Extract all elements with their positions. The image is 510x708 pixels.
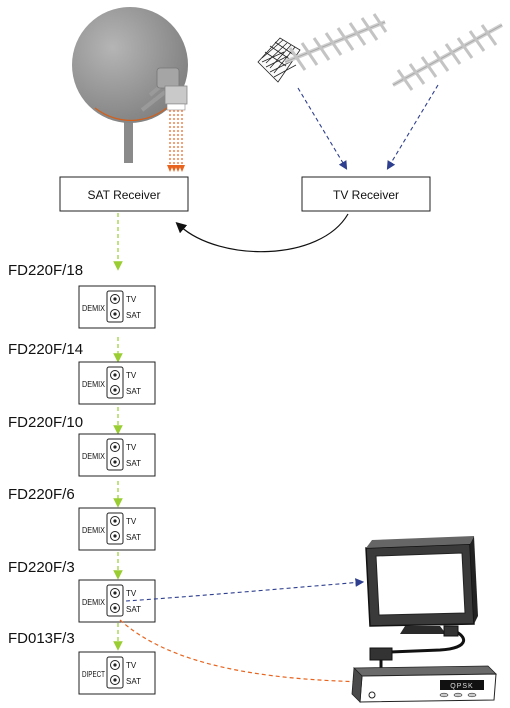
port-sat-label: SAT (126, 387, 141, 396)
sat-socket-pin (113, 312, 117, 316)
unit-model-label: FD220F/3 (8, 559, 75, 576)
tv-socket-pin (113, 373, 117, 377)
sat-output-line (119, 619, 373, 687)
port-tv-label: TV (126, 371, 137, 380)
port-sat-label: SAT (126, 533, 141, 542)
settop-box-icon: QPSK (351, 665, 497, 703)
unit-box-label: DIPECT (82, 670, 105, 679)
sat-socket-pin (113, 678, 117, 682)
port-sat-label: SAT (126, 459, 141, 468)
scart-cable-icon (369, 625, 466, 668)
port-tv-label: TV (126, 589, 137, 598)
antenna-feed-line-2 (386, 84, 439, 170)
tv-socket-pin (113, 663, 117, 667)
unit-box-label: DEMIX (82, 304, 106, 313)
antenna-icon-2 (392, 23, 503, 91)
lnb-output-lines (169, 110, 183, 168)
tv-receiver-box: TV Receiver (301, 176, 431, 212)
television-icon (365, 536, 478, 634)
unit-box-label: DEMIX (82, 598, 106, 607)
port-tv-label: TV (126, 661, 137, 670)
tv-socket-pin (113, 297, 117, 301)
sat-receiver-label: SAT Receiver (88, 188, 161, 202)
port-sat-label: SAT (126, 311, 141, 320)
antenna-feed-line-1 (297, 87, 348, 170)
sat-socket-pin (113, 534, 117, 538)
sat-socket-pin (113, 388, 117, 392)
antenna-icon (257, 13, 388, 83)
port-sat-label: SAT (126, 677, 141, 686)
tv-to-sat-curve-arrow (175, 213, 349, 253)
satellite-dish-icon (72, 7, 188, 163)
port-sat-label: SAT (126, 605, 141, 614)
unit-model-label: FD220F/10 (8, 414, 83, 431)
sat-socket-pin (113, 460, 117, 464)
sat-receiver-box: SAT Receiver (59, 176, 189, 212)
tv-socket-pin (113, 591, 117, 595)
unit-model-label: FD220F/14 (8, 341, 83, 358)
unit-model-label: FD220F/6 (8, 486, 75, 503)
unit-box-label: DEMIX (82, 452, 106, 461)
tv-socket-pin (113, 519, 117, 523)
tv-socket-pin (113, 445, 117, 449)
unit-model-label: FD220F/18 (8, 262, 83, 279)
tv-receiver-label: TV Receiver (333, 188, 399, 202)
lnb-arrowheads (167, 165, 185, 172)
tv-output-line (125, 578, 365, 602)
port-tv-label: TV (126, 517, 137, 526)
unit-box-label: DEMIX (82, 526, 106, 535)
port-tv-label: TV (126, 443, 137, 452)
sat-socket-pin (113, 606, 117, 610)
outlet-units: FD220F/18DEMIXTVSATFD220F/14DEMIXTVSATFD… (8, 262, 156, 695)
unit-box-label: DEMIX (82, 380, 106, 389)
settop-display: QPSK (450, 683, 473, 690)
port-tv-label: TV (126, 295, 137, 304)
unit-model-label: FD013F/3 (8, 630, 75, 647)
